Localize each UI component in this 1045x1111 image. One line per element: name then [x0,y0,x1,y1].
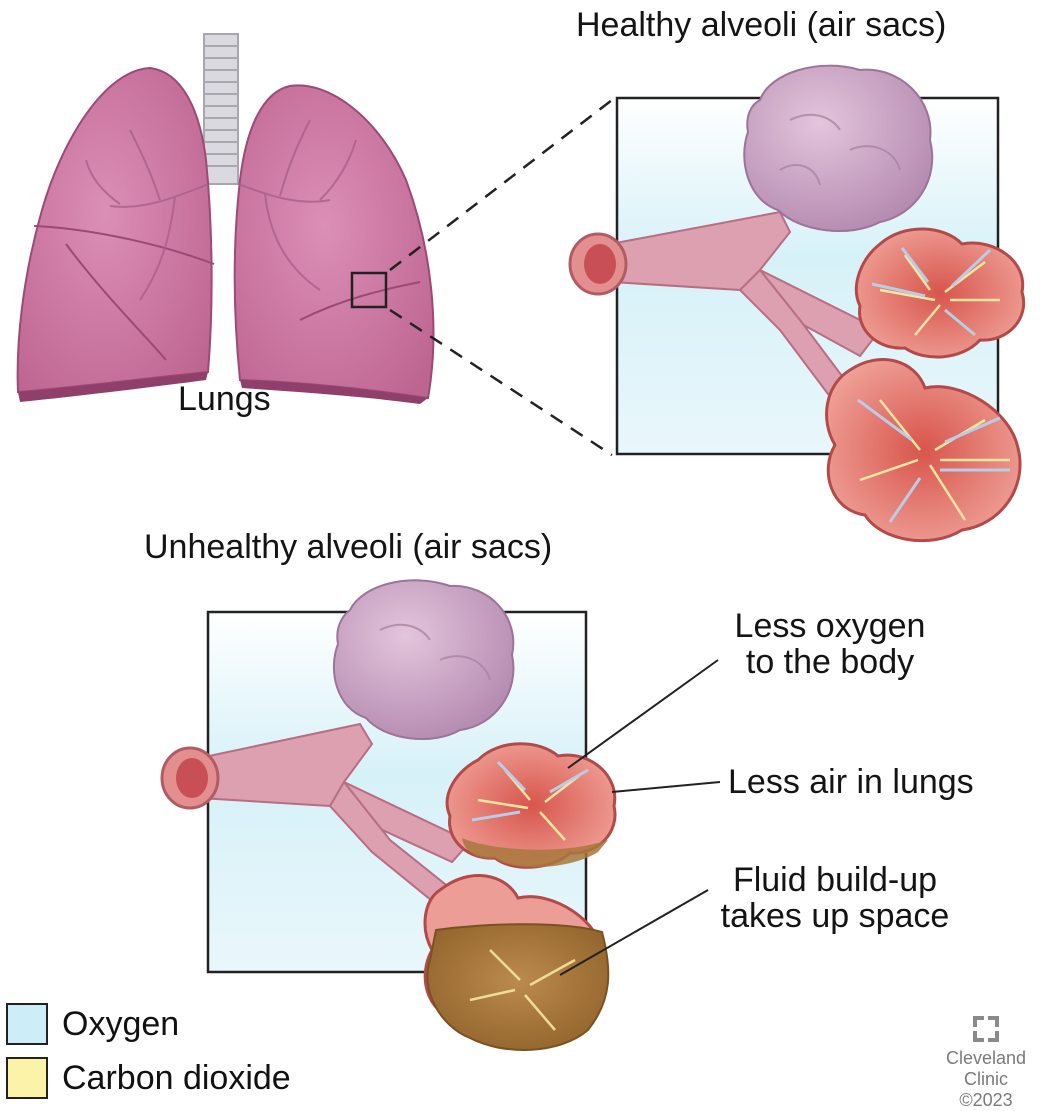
cleveland-clinic-logo-icon [971,1014,1001,1044]
legend-label-oxygen: Oxygen [62,1005,179,1044]
logo-line-1: Cleveland [934,1048,1038,1069]
legend-item-oxygen: Oxygen [6,1003,179,1045]
healthy-alveoli-title: Healthy alveoli (air sacs) [576,6,946,45]
lungs-label: Lungs [178,380,271,419]
healthy-alveoli-panel [570,66,1024,541]
cleveland-clinic-logo: Cleveland Clinic ©2023 [934,1014,1038,1111]
left-lung [235,85,434,398]
callout-fluid-line2: takes up space [690,898,980,934]
healthy-alveoli-cluster [744,66,932,231]
legend-item-carbon-dioxide: Carbon dioxide [6,1057,291,1099]
unhealthy-alveoli-panel [162,580,720,1050]
callout-fluid: Fluid build-up takes up space [690,862,980,934]
callout-less-oxygen-line1: Less oxygen [706,608,954,644]
callout-less-oxygen-line2: to the body [706,644,954,680]
unhealthy-alveolar-sac-1 [447,744,615,868]
lungs-illustration [18,34,434,404]
callout-less-oxygen: Less oxygen to the body [706,608,954,680]
healthy-alveolar-sac-1 [856,229,1023,357]
legend-label-carbon-dioxide: Carbon dioxide [62,1059,291,1098]
oxygen-swatch [6,1003,48,1045]
unhealthy-alveoli-title: Unhealthy alveoli (air sacs) [144,528,552,567]
callout-fluid-line1: Fluid build-up [690,862,980,898]
carbon-dioxide-swatch [6,1057,48,1099]
trachea [204,34,238,184]
callout-less-air: Less air in lungs [728,764,974,800]
unhealthy-alveoli-cluster [334,580,514,739]
logo-copyright: ©2023 [934,1090,1038,1111]
right-lung [18,68,212,392]
logo-line-2: Clinic [934,1069,1038,1090]
